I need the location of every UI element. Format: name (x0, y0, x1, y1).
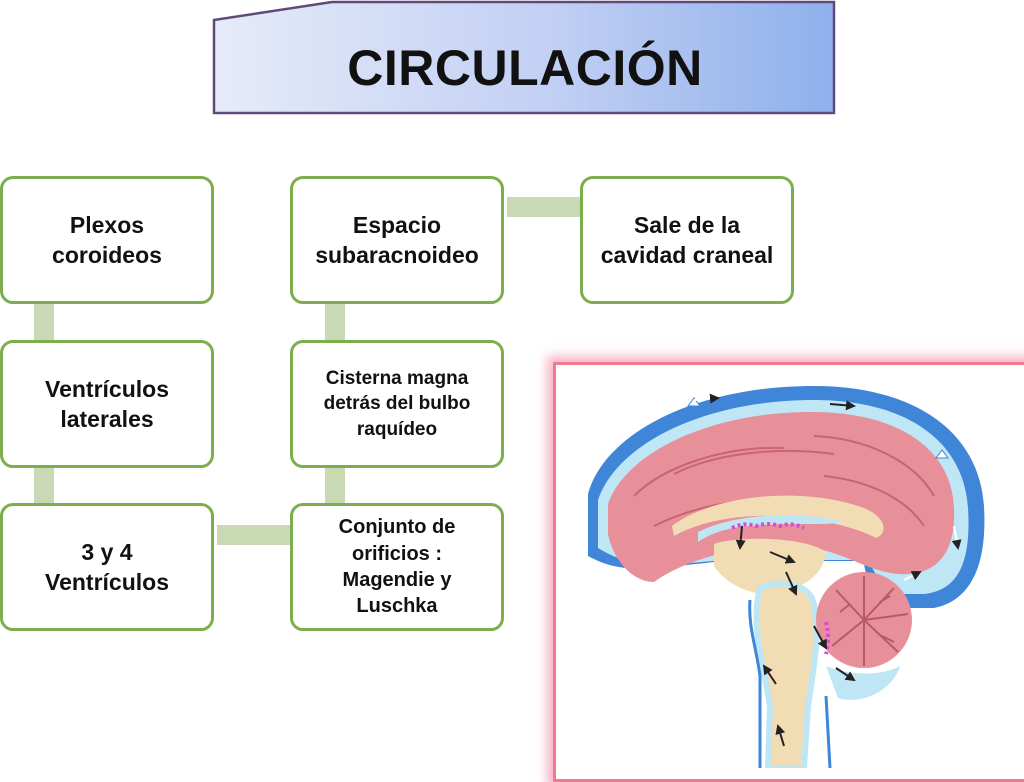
cisterna-magna (826, 666, 900, 700)
box-cisterna-magna: Cisterna magna detrás del bulbo raquídeo (290, 340, 504, 468)
brainstem (753, 580, 820, 768)
box-label: Plexos coroideos (52, 211, 162, 268)
box-plexos-coroideos: Plexos coroideos (0, 176, 214, 304)
box-sale-cavidad-craneal: Sale de la cavidad craneal (580, 176, 794, 304)
box-3-y-4-ventriculos: 3 y 4 Ventrículos (0, 503, 214, 631)
box-label: Espacio subaracnoideo (315, 211, 479, 268)
box-espacio-subaracnoideo: Espacio subaracnoideo (290, 176, 504, 304)
box-conjunto-orificios: Conjunto de orificios : Magendie y Lusch… (290, 503, 504, 631)
corpus-callosum (672, 495, 884, 538)
box-ventriculos-laterales: Ventrículos laterales (0, 340, 214, 468)
choroid-plexus (731, 522, 805, 530)
connector-cisterna-espacio (325, 304, 345, 342)
box-label: Cisterna magna detrás del bulbo raquídeo (323, 368, 471, 440)
title-banner (212, 0, 836, 115)
lateral-ventricle (698, 515, 844, 542)
box-label: Sale de la cavidad craneal (600, 211, 774, 268)
box-label: Conjunto de orificios : Magendie y Lusch… (338, 516, 456, 618)
brain-csf-illustration (588, 386, 985, 768)
box-label: 3 y 4 Ventrículos (45, 538, 169, 595)
connector-tercer-conjunto (217, 525, 292, 545)
connector-conjunto-cisterna (325, 468, 345, 504)
connector-plexos-ventriculos (34, 304, 54, 342)
box-label: Ventrículos laterales (45, 375, 169, 432)
page-title: CIRCULACIÓN (347, 40, 703, 96)
connector-ventriculos-tercer (34, 468, 54, 504)
connector-espacio-sale (507, 197, 582, 217)
